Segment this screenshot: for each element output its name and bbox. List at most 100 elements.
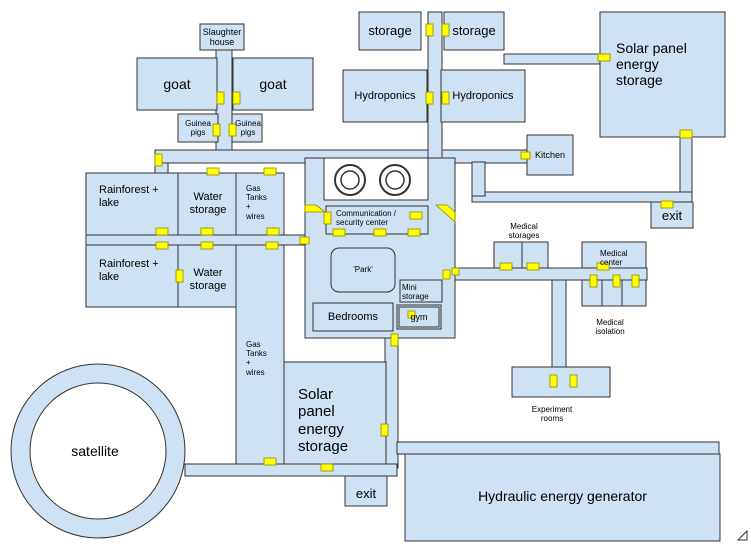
hydroponics-left-label: Hydroponics — [354, 89, 416, 102]
bedrooms-room — [312, 302, 394, 332]
corridor-storage-link — [503, 53, 601, 65]
hydroponics-room-right — [440, 69, 526, 123]
exit-bottom-label: exit — [355, 485, 377, 501]
door-26 — [380, 423, 389, 437]
door-34 — [451, 267, 460, 276]
door-33 — [442, 269, 451, 280]
satellite-ring-inner — [29, 382, 167, 520]
gas-tanks-top-label: Gas Tanks + wires — [246, 184, 267, 221]
door-4 — [228, 123, 237, 137]
gas-tanks-bottom-label: Gas Tanks + wires — [246, 340, 267, 377]
door-3 — [212, 123, 221, 137]
guinea-pig-pen-left — [177, 113, 219, 143]
door-5 — [154, 153, 163, 167]
airlock-right — [434, 204, 456, 223]
park-label: 'Park' — [353, 265, 373, 275]
hydraulic-generator-label: Hydraulic energy generator — [478, 487, 647, 504]
door-27 — [390, 333, 399, 347]
water-storage-top-label: Water storage — [189, 191, 227, 216]
door-7 — [263, 167, 277, 176]
solar-bottom-label: Solar panel energy storage — [298, 386, 349, 455]
door-37 — [596, 262, 610, 271]
door-17 — [200, 227, 214, 236]
storage-room-right — [443, 11, 505, 51]
guinea-pigs-left-label: Guinea pigs — [185, 118, 211, 137]
door-39 — [612, 274, 621, 288]
gym-room — [396, 304, 442, 330]
door-23 — [175, 269, 184, 283]
door-15 — [660, 200, 674, 209]
corridor-gas-vertical — [235, 244, 285, 468]
door-36 — [526, 262, 540, 271]
corridor-experiment-vertical — [551, 279, 567, 368]
door-21 — [265, 241, 279, 250]
hydraulic-generator-room — [404, 453, 721, 542]
guinea-pigs-right-label: Guinea pigs — [235, 118, 261, 137]
door-40 — [631, 274, 640, 288]
gas-tanks-room-top — [235, 172, 285, 236]
corridor-right-horizontal — [471, 191, 693, 203]
door-18 — [266, 227, 280, 236]
door-19 — [155, 241, 169, 250]
corridor-generator-link — [396, 441, 720, 455]
door-10 — [441, 23, 450, 37]
solar-storage-room-top — [599, 11, 726, 138]
corner-triangle — [736, 529, 748, 541]
door-16 — [155, 227, 169, 236]
door-12 — [441, 91, 450, 105]
rainforest-top-label: Rainforest + lake — [99, 184, 159, 209]
door-11 — [425, 91, 434, 105]
door-29 — [373, 228, 387, 237]
slaughter-house-label: Slaughter house — [202, 26, 242, 47]
hydroponics-room-left — [342, 69, 428, 123]
gym-inner-border — [398, 306, 440, 328]
gym-label: gym — [410, 311, 428, 322]
door-38 — [589, 274, 598, 288]
goat-pen-left — [136, 57, 218, 111]
experiment-rooms — [511, 366, 611, 398]
door-24 — [263, 457, 277, 466]
medical-center-label: Medical center — [600, 249, 628, 268]
corridor-hub-right-vertical — [471, 161, 486, 197]
satellite-label: satellite — [71, 442, 119, 459]
slaughter-house — [199, 23, 245, 51]
water-storage-bottom-label: Water storage — [189, 267, 227, 292]
door-22 — [299, 236, 310, 245]
guinea-pig-pen-right — [231, 113, 263, 143]
door-8 — [520, 151, 531, 160]
rainforest-bottom-label: Rainforest + lake — [99, 258, 159, 283]
door-14 — [679, 129, 693, 139]
door-20 — [200, 241, 214, 250]
mini-storage-label: Mini storage — [402, 283, 429, 302]
bedrooms-label: Bedrooms — [327, 310, 379, 323]
experiment-rooms-label: Experiment rooms — [531, 404, 573, 423]
medical-isolation-label: Medical isolation — [595, 317, 625, 336]
door-41 — [549, 374, 558, 388]
door-6 — [206, 167, 220, 176]
park-area — [330, 247, 396, 293]
goat-pen-right — [232, 57, 314, 111]
door-42 — [569, 374, 578, 388]
goat-left-label: goat — [163, 75, 191, 92]
medical-isolation-room-3 — [621, 279, 647, 307]
storage-room-left — [358, 11, 422, 51]
door-35 — [499, 262, 513, 271]
door-31 — [409, 211, 423, 220]
kitchen-room — [526, 134, 574, 176]
door-9 — [425, 23, 434, 37]
storage-left-label: storage — [368, 22, 412, 38]
corridor-bottom-vertical — [384, 337, 399, 469]
door-1 — [216, 91, 225, 105]
door-25 — [320, 463, 334, 472]
storage-right-label: storage — [452, 22, 496, 38]
exit-room-bottom — [344, 475, 388, 507]
door-2 — [232, 91, 241, 105]
water-storage-room-bottom — [177, 244, 237, 308]
solar-top-label: Solar panel energy storage — [616, 40, 687, 89]
door-32 — [323, 211, 332, 225]
communication-center-label: Communication / security center — [336, 209, 397, 228]
kitchen-label: Kitchen — [534, 149, 566, 160]
door-30 — [407, 228, 421, 237]
